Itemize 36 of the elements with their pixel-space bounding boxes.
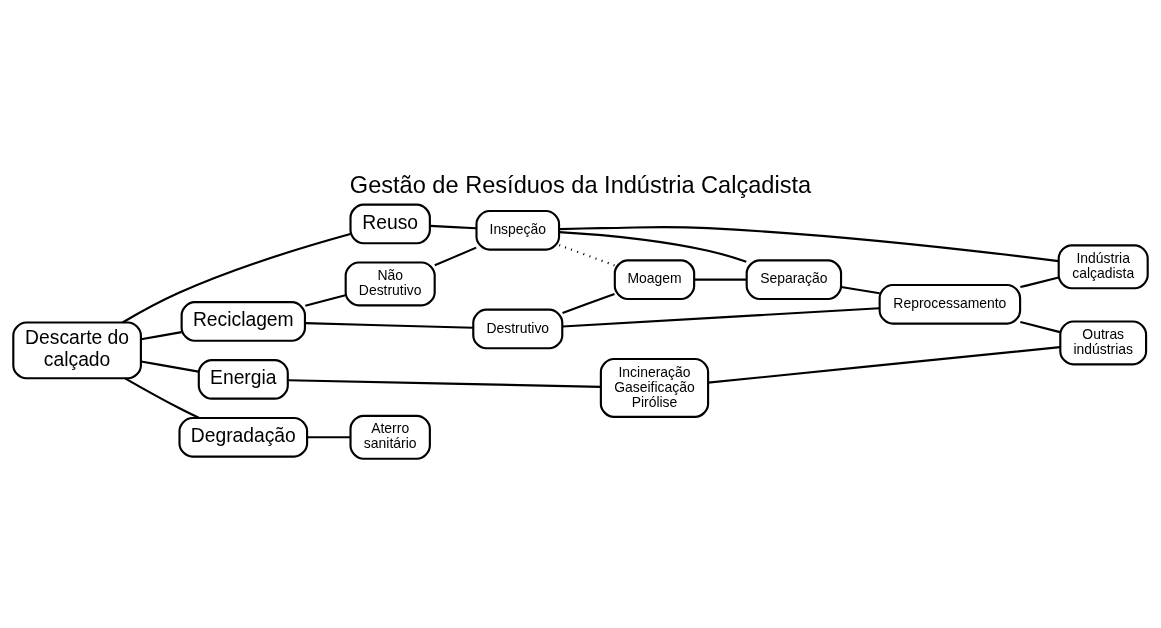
node-box: Outras indústrias	[1059, 319, 1148, 365]
connector	[434, 246, 477, 266]
node-box: Incineração Gaseificação Pirólise	[599, 357, 710, 418]
node-box: Reuso	[349, 203, 431, 244]
node-box: Separação	[745, 258, 843, 300]
connector	[140, 330, 182, 340]
diagram-title: Gestão de Resíduos da Indústria Calçadista	[349, 171, 812, 198]
node-box: Reprocessamento	[878, 283, 1022, 325]
connector	[305, 321, 474, 329]
node-box: Moagem	[613, 258, 696, 300]
connector	[124, 376, 200, 419]
connector	[694, 278, 747, 281]
node-box: Não Destrutivo	[344, 260, 436, 306]
node-box: Indústria calçadista	[1057, 243, 1149, 289]
connector	[840, 285, 880, 294]
connector	[1020, 320, 1061, 333]
connector	[562, 306, 880, 328]
node-box: Descarte do calçado	[12, 320, 142, 379]
connector	[140, 359, 199, 373]
connector	[305, 293, 346, 307]
connector	[559, 225, 1059, 262]
node-box: Reciclagem	[180, 300, 306, 342]
connector	[288, 378, 601, 388]
node-box: Destrutivo	[472, 308, 564, 349]
connector	[429, 224, 477, 229]
connector	[562, 292, 615, 314]
connector	[122, 232, 351, 323]
connector	[708, 345, 1061, 384]
connector	[1020, 276, 1059, 288]
connector	[559, 230, 747, 263]
node-box: Energia	[197, 358, 289, 400]
node-box: Degradação	[178, 416, 309, 458]
connector	[307, 435, 351, 438]
node-box: Aterro sanitário	[349, 414, 431, 460]
node-box: Inspeção	[475, 209, 561, 251]
connector	[558, 243, 615, 266]
